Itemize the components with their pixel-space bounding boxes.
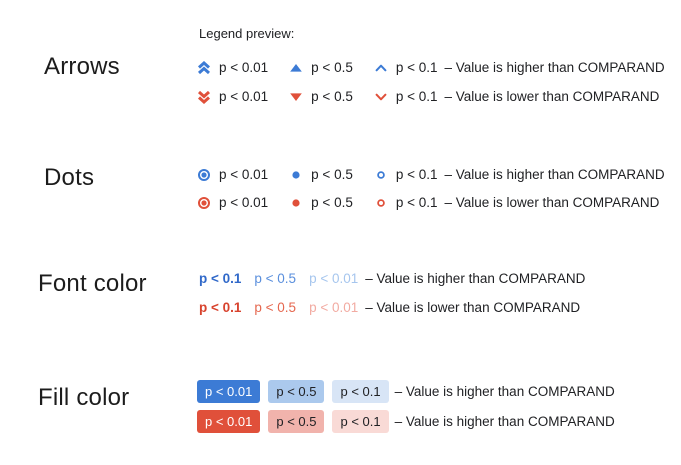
legend-preview-title: Legend preview: <box>199 26 295 41</box>
section-label-arrows: Arrows <box>44 53 120 80</box>
p-value-label: p < 0.01 <box>309 271 359 286</box>
p-value-label: p < 0.01 <box>219 60 269 75</box>
section-label-font-color: Font color <box>38 270 147 297</box>
legend-item: p < 0.01 <box>197 195 268 210</box>
double-chevron-up-icon <box>197 60 211 75</box>
section-label-dots: Dots <box>44 164 95 191</box>
p-value-label: p < 0.1 <box>395 60 438 75</box>
p-value-label: p < 0.01 <box>219 195 269 210</box>
p-value-label: p < 0.1 <box>199 271 242 286</box>
legend-item: p < 0.01 <box>197 60 268 75</box>
row-description: – Value is lower than COMPARAND <box>365 300 581 315</box>
p-value-label: p < 0.5 <box>311 89 353 104</box>
legend-item: p < 0.1 <box>374 89 438 104</box>
p-value-label: p < 0.1 <box>395 195 438 210</box>
double-chevron-down-icon <box>197 90 211 104</box>
arrows-higher-row: p < 0.01 p < 0.5 p < 0.1 – Value is high… <box>197 59 665 76</box>
p-value-badge: p < 0.5 <box>268 410 325 433</box>
legend-item: p < 0.1 <box>374 60 438 75</box>
filled-dot-icon <box>289 196 303 210</box>
legend-item: p < 0.01 <box>197 89 268 104</box>
p-value-badge: p < 0.01 <box>197 410 261 433</box>
p-value-label: p < 0.1 <box>395 167 438 182</box>
row-description: – Value is higher than COMPARAND <box>444 167 665 182</box>
legend-item: p < 0.5 <box>289 60 353 75</box>
chevron-up-icon <box>374 61 388 75</box>
dots-higher-row: p < 0.01 p < 0.5 p < 0.1 – Value is high… <box>197 166 665 183</box>
open-dot-icon <box>374 168 388 182</box>
p-value-label: p < 0.1 <box>395 89 438 104</box>
row-description: – Value is higher than COMPARAND <box>394 384 615 399</box>
legend-item: p < 0.5 <box>289 89 353 104</box>
p-value-label: p < 0.5 <box>311 60 353 75</box>
legend-item: p < 0.5 <box>289 195 353 210</box>
p-value-label: p < 0.01 <box>219 89 269 104</box>
legend-item: p < 0.5 <box>289 167 353 182</box>
row-description: – Value is higher than COMPARAND <box>444 60 665 75</box>
legend-item: p < 0.1 <box>374 195 438 210</box>
filled-dot-icon <box>289 168 303 182</box>
fill-color-row-2: p < 0.01 p < 0.5 p < 0.1 – Value is high… <box>197 410 615 433</box>
legend-item: p < 0.1 <box>374 167 438 182</box>
ringed-dot-icon <box>197 196 211 210</box>
triangle-down-icon <box>289 90 303 104</box>
row-description: – Value is higher than COMPARAND <box>365 271 586 286</box>
row-description: – Value is higher than COMPARAND <box>394 414 615 429</box>
legend-item: p < 0.01 <box>197 167 268 182</box>
row-description: – Value is lower than COMPARAND <box>444 195 660 210</box>
font-color-higher-row: p < 0.1 p < 0.5 p < 0.01 – Value is high… <box>199 270 585 287</box>
p-value-label: p < 0.01 <box>309 300 359 315</box>
p-value-label: p < 0.5 <box>254 271 297 286</box>
dots-lower-row: p < 0.01 p < 0.5 p < 0.1 – Value is lowe… <box>197 194 659 211</box>
p-value-badge: p < 0.5 <box>268 380 325 403</box>
p-value-label: p < 0.1 <box>199 300 242 315</box>
triangle-up-icon <box>289 61 303 75</box>
p-value-label: p < 0.5 <box>311 195 353 210</box>
p-value-label: p < 0.01 <box>219 167 269 182</box>
p-value-badge: p < 0.1 <box>332 410 389 433</box>
p-value-badge: p < 0.1 <box>332 380 389 403</box>
arrows-lower-row: p < 0.01 p < 0.5 p < 0.1 – Value is lowe… <box>197 88 659 105</box>
ringed-dot-icon <box>197 168 211 182</box>
p-value-badge: p < 0.01 <box>197 380 261 403</box>
open-dot-icon <box>374 196 388 210</box>
fill-color-row-1: p < 0.01 p < 0.5 p < 0.1 – Value is high… <box>197 380 615 403</box>
p-value-label: p < 0.5 <box>254 300 297 315</box>
chevron-down-icon <box>374 90 388 104</box>
section-label-fill-color: Fill color <box>38 384 130 411</box>
font-color-lower-row: p < 0.1 p < 0.5 p < 0.01 – Value is lowe… <box>199 299 580 316</box>
p-value-label: p < 0.5 <box>311 167 353 182</box>
row-description: – Value is lower than COMPARAND <box>444 89 660 104</box>
